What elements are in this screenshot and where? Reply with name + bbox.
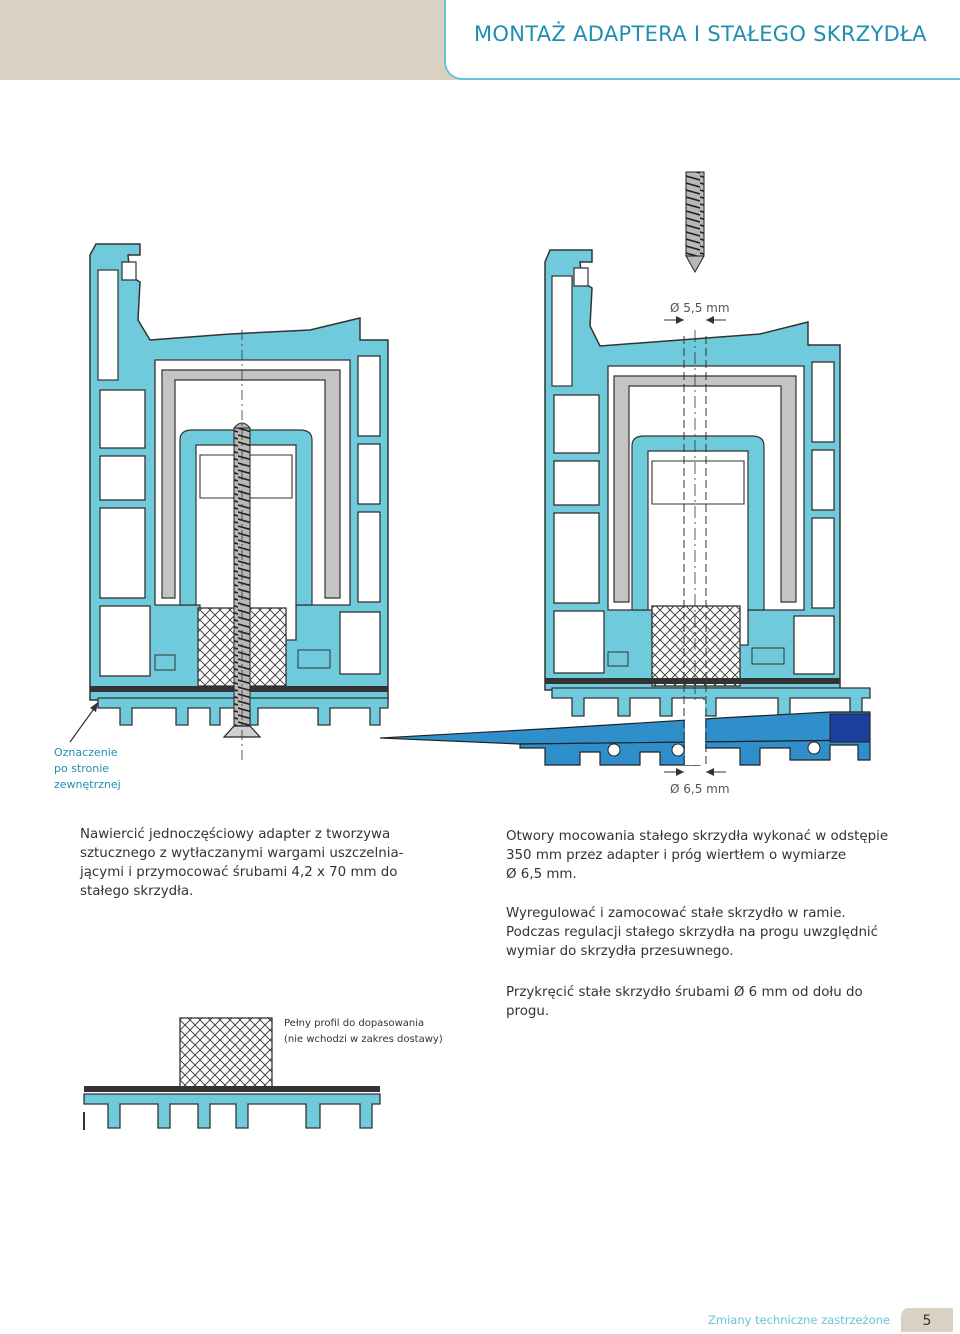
right-adapter-profile [551, 687, 871, 717]
marker-arrow [69, 702, 98, 743]
right-instructions-3: Przykręcić stałe skrzydło śrubami Ø 6 mm… [506, 983, 926, 1021]
left-instructions-line: jącymi i przymocować śrubami 4,2 x 70 mm… [80, 865, 398, 880]
right-instructions-line: progu. [506, 1004, 550, 1019]
right-instructions-1: Otwory mocowania stałego skrzydła wykona… [506, 827, 926, 884]
outside-marker-label: Oznaczenie po stronie zewnętrznej [54, 745, 121, 793]
adapter-note-line: (nie wchodzi w zakres dostawy) [284, 1034, 443, 1045]
cross-section-drawings: Ø 5,5 mm Ø 6,5 mm [69, 171, 871, 796]
left-sash-profile [89, 243, 389, 701]
threshold-profile [379, 711, 871, 766]
left-instructions-line: Nawiercić jednoczęściowy adapter z tworz… [80, 827, 391, 842]
right-instructions-line: Otwory mocowania stałego skrzydła wykona… [506, 829, 889, 844]
right-instructions-line: Podczas regulacji stałego skrzydła na pr… [506, 925, 879, 940]
right-sash-profile [544, 249, 841, 691]
right-instructions-line: Przykręcić stałe skrzydło śrubami Ø 6 mm… [506, 985, 863, 1000]
header-tab [444, 0, 960, 80]
left-instructions: Nawiercić jednoczęściowy adapter z tworz… [80, 825, 410, 901]
right-instructions-line: wymiar do skrzydła przesuwnego. [506, 944, 734, 959]
right-instructions-line: 350 mm przez adapter i próg wiertłem o w… [506, 848, 847, 863]
screw-right [685, 171, 705, 274]
outside-marker-line-1: Oznaczenie [54, 746, 118, 759]
dimension-bottom-label: Ø 6,5 mm [670, 782, 730, 796]
right-instructions-2: Wyregulować i zamocować stałe skrzydło w… [506, 904, 926, 961]
dimension-top-label: Ø 5,5 mm [670, 301, 730, 315]
right-instructions-line: Ø 6,5 mm. [506, 867, 577, 882]
drill-hole-right [683, 330, 707, 770]
right-instructions-line: Wyregulować i zamocować stałe skrzydło w… [506, 906, 846, 921]
page-title: MONTAŻ ADAPTERA I STAŁEGO SKRZYDŁA [474, 22, 927, 46]
outside-marker-line-3: zewnętrznej [54, 778, 121, 791]
left-instructions-line: stałego skrzydła. [80, 884, 194, 899]
dimension-bottom: Ø 6,5 mm [664, 768, 730, 796]
page-number: 5 [901, 1308, 953, 1332]
footer-disclaimer: Zmiany techniczne zastrzeżone [708, 1313, 890, 1327]
dimension-top: Ø 5,5 mm [664, 301, 730, 324]
adapter-detail-drawing [83, 1017, 381, 1130]
adapter-note-line: Pełny profil do dopasowania [284, 1018, 425, 1029]
screw-left [222, 330, 262, 760]
adapter-note: Pełny profil do dopasowania (nie wchodzi… [284, 1016, 474, 1048]
outside-marker-line-2: po stronie [54, 762, 110, 775]
left-instructions-line: sztucznego z wytłaczanymi wargami uszcze… [80, 846, 404, 861]
